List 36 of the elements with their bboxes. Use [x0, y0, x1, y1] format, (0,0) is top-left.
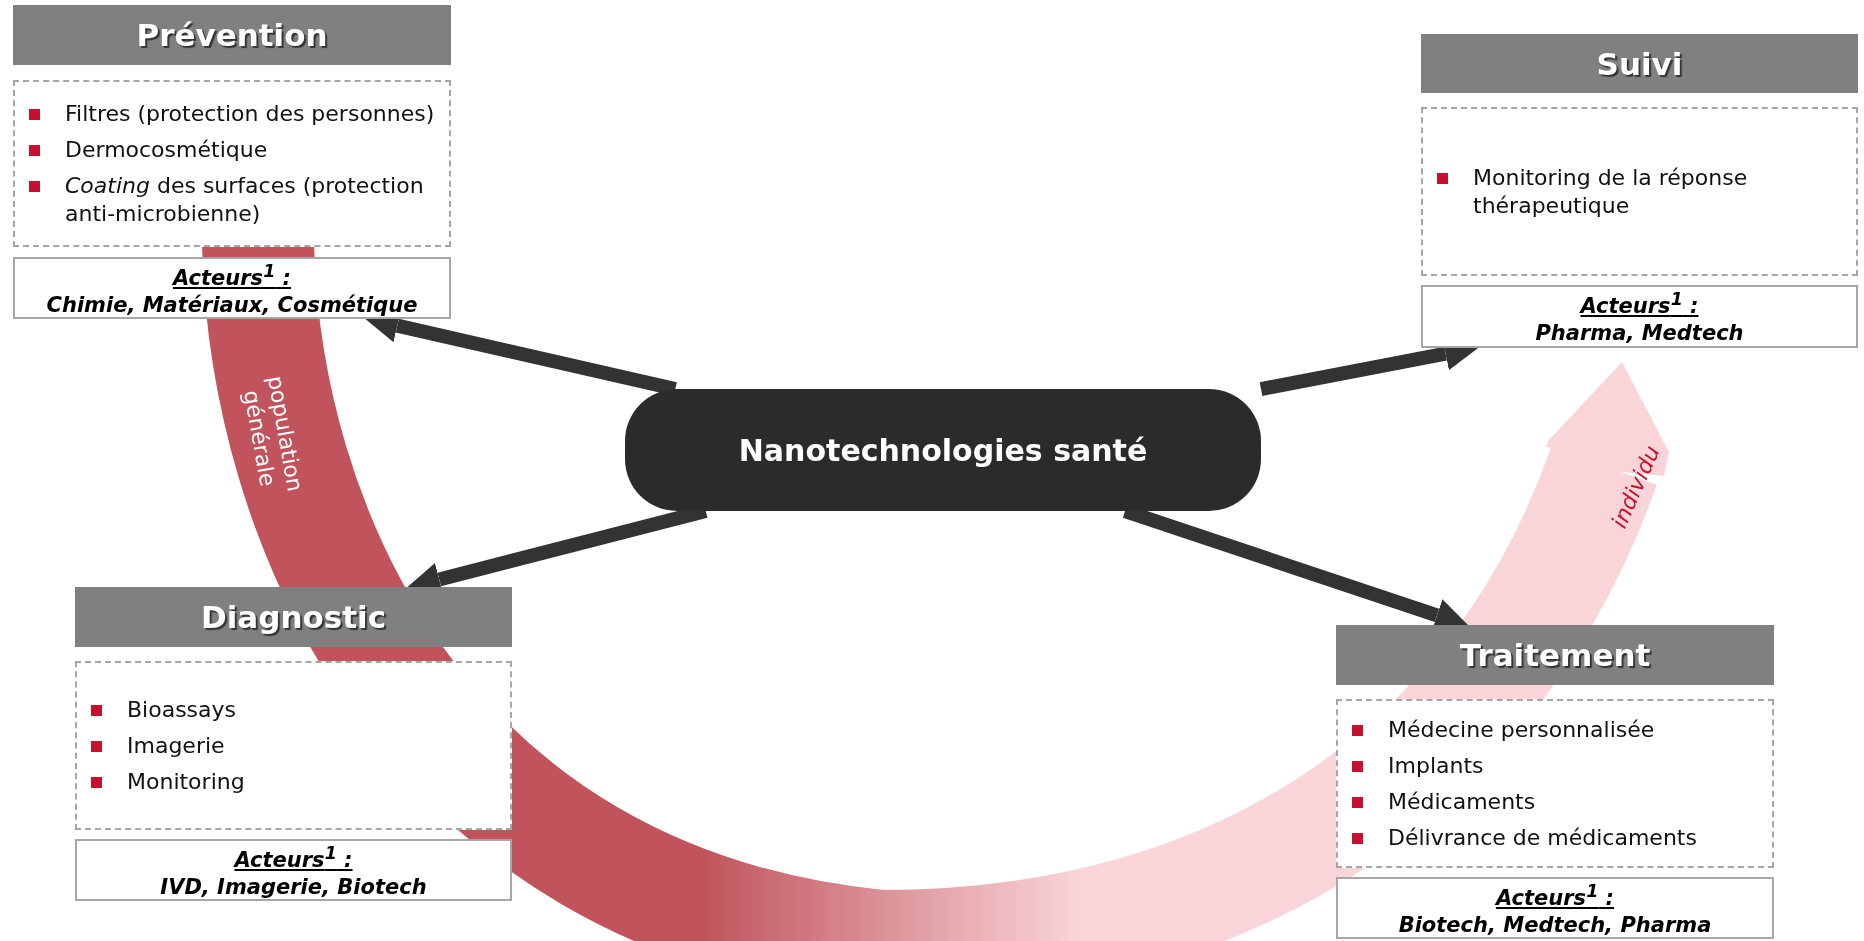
panel-header [1421, 34, 1858, 93]
actors-heading: Acteurs$^{1}$ : [1495, 879, 1615, 912]
actors-list: Chimie, Matériaux, Cosmétique [46, 291, 418, 319]
actors-box [75, 839, 512, 901]
bullet-item: Coating des surfaces (protection anti-microbienne) [25, 171, 439, 228]
bullet-item: Implants [1348, 751, 1762, 780]
panel-header [1336, 625, 1774, 685]
panel-header [13, 5, 451, 65]
bullet-item: Dermocosmétique [25, 135, 439, 164]
actors-heading: Acteurs$^{1}$ : [1580, 288, 1699, 320]
bullet-list-panel [1336, 699, 1774, 868]
bullet-list-panel [13, 80, 451, 247]
actors-heading: Acteurs$^{1}$ : [172, 259, 292, 292]
actors-box [1336, 877, 1774, 939]
bullet-item: Filtres (protection des personnes) [25, 99, 439, 128]
panel-title: Suivi [1596, 45, 1683, 82]
panel-header [75, 587, 512, 647]
bullet-item: Médicaments [1348, 787, 1762, 816]
panel-title: Diagnostic [200, 599, 387, 635]
bullet-list-panel [1421, 107, 1858, 276]
bullet-item: Monitoring [87, 767, 500, 796]
band-label: population générale [237, 372, 309, 496]
actors-heading: Acteurs$^{1}$ : [234, 841, 353, 874]
central-pill [625, 389, 1261, 511]
actors-box [13, 257, 451, 319]
bullet-item: Médecine personnalisée [1348, 715, 1762, 744]
panel-title: Prévention [136, 17, 328, 53]
bullet-item: Monitoring de la réponse thérapeutique [1433, 163, 1846, 220]
actors-list: IVD, Imagerie, Biotech [160, 873, 427, 901]
bullet-item: Délivrance de médicaments [1348, 823, 1762, 852]
bullet-item: Bioassays [87, 695, 500, 724]
panel-title: Traitement [1459, 637, 1651, 673]
bullet-item: Imagerie [87, 731, 500, 760]
central-title: Nanotechnologies santé [738, 432, 1148, 468]
bullet-list-panel [75, 661, 512, 830]
actors-list: Biotech, Medtech, Pharma [1398, 911, 1712, 939]
